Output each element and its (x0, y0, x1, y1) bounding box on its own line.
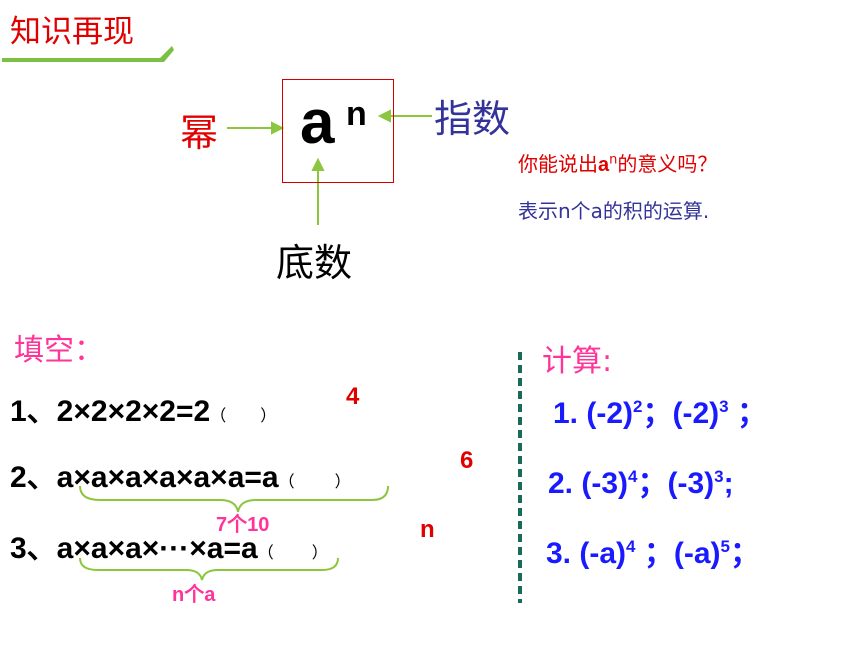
calc-item-1-b: (-2) (672, 397, 720, 430)
brace-label-n-a: n个a (172, 584, 216, 606)
calc-item-2-end: ; (723, 467, 734, 500)
fill-row-2-answer: 6 (460, 447, 474, 474)
calc-item-2-sep: ； (637, 467, 668, 500)
label-exponent: 指数 (434, 97, 511, 141)
calc-item-1-a-exp: 2 (633, 397, 643, 416)
fill-row-1: 1、2×2×2×2=2（ ） (10, 386, 276, 430)
calc-item-2-b: (-3) (667, 467, 715, 500)
question-text: 你能说出an的意义吗？ (518, 148, 717, 177)
label-power: 幂 (180, 111, 219, 155)
fill-row-2-paren-close: ） (334, 474, 351, 491)
calc-item-2-a: (-3) (581, 467, 629, 500)
calc-item-1-a: (-2) (586, 397, 634, 430)
brace-label-seven-tens: 7个10 (216, 514, 270, 536)
calc-item-2: 2. (-3)4；(-3)3; (548, 458, 734, 502)
calc-item-3-a-exp: 4 (626, 537, 636, 556)
fill-row-1-paren-open: （ (210, 408, 227, 425)
power-base: a (300, 88, 335, 157)
brace-n-a (79, 557, 339, 581)
fill-row-3: 3、a×a×a×···×a=a（ ） (10, 523, 328, 567)
power-exponent: n (346, 95, 367, 133)
calc-item-1-end: ； (736, 397, 767, 430)
power-box (282, 79, 394, 183)
label-base: 底数 (276, 241, 353, 285)
question-suffix: 的意义吗？ (617, 152, 718, 176)
fill-row-1-expr: 1、2×2×2×2=2 (10, 395, 211, 428)
page-title: 知识再现 (10, 14, 134, 50)
fill-row-3-paren-close: ） (311, 545, 328, 562)
brace-six-a (79, 485, 389, 513)
calc-label: 计算: (542, 344, 613, 379)
calc-item-3-b-exp: 5 (720, 537, 730, 556)
title-underline-bar (2, 46, 174, 62)
question-exp: n (609, 152, 618, 168)
fill-in-label: 填空： (14, 333, 104, 368)
fill-row-1-paren-close: ） (260, 408, 277, 425)
calc-item-1-num: 1. (553, 397, 579, 430)
calc-item-1-sep: ； (642, 397, 673, 430)
answer-text: 表示n个a的积的运算. (518, 199, 710, 223)
fill-row-3-expr: 3、a×a×a×···×a=a (10, 532, 258, 565)
calc-item-3-b: (-a) (673, 537, 721, 570)
calc-item-2-b-exp: 3 (714, 467, 724, 486)
calc-item-2-a-exp: 4 (628, 467, 638, 486)
calc-item-1-b-exp: 3 (719, 397, 729, 416)
calc-item-3-a: (-a) (579, 537, 627, 570)
fill-row-2-paren-open: （ (278, 474, 295, 491)
fill-row-1-answer: 4 (346, 383, 360, 410)
calc-item-3-sep: ； (643, 537, 674, 570)
fill-row-2-expr: 2、a×a×a×a×a×a=a (10, 461, 279, 494)
fill-row-2: 2、a×a×a×a×a×a=a（ ） (10, 452, 351, 496)
calc-item-3-end: ； (729, 537, 760, 570)
question-base: a (598, 154, 610, 176)
calc-item-3: 3. (-a)4 ；(-a)5； (546, 528, 760, 572)
calc-item-2-num: 2. (548, 467, 574, 500)
calc-item-3-num: 3. (546, 537, 572, 570)
question-prefix: 你能说出 (518, 152, 598, 176)
calc-item-1: 1. (-2)2；(-2)3 ； (553, 388, 767, 432)
fill-row-3-paren-open: （ (257, 545, 274, 562)
fill-row-3-answer: n (420, 516, 435, 543)
